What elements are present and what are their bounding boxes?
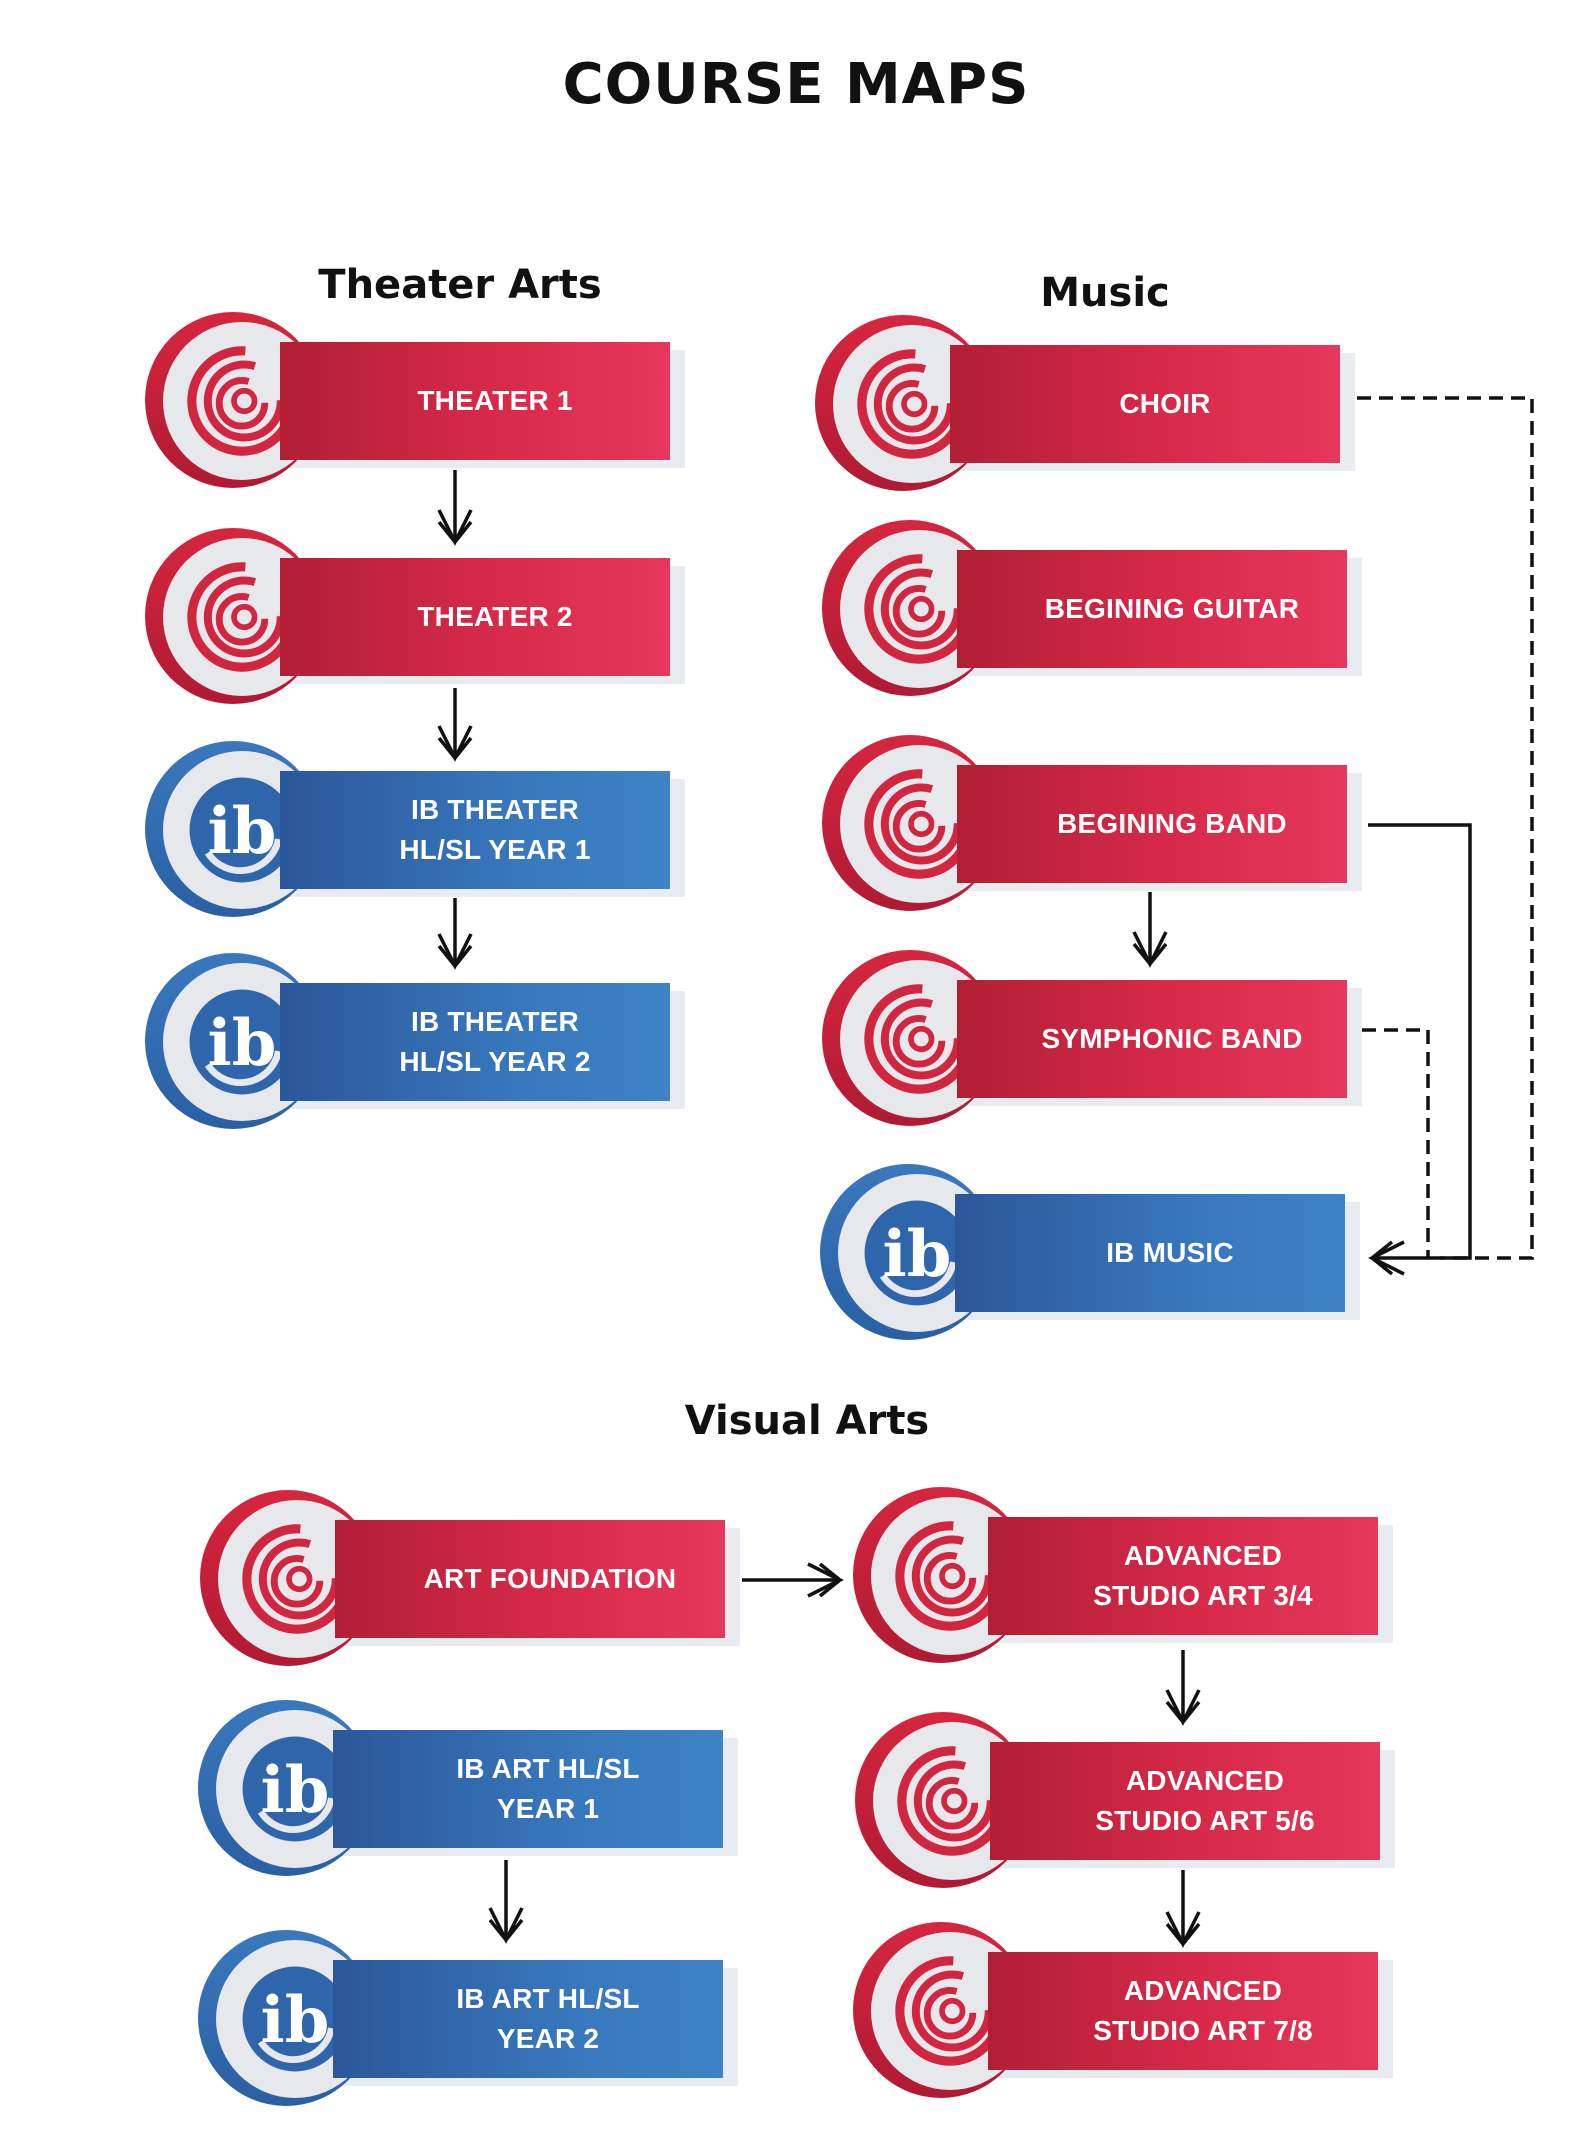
course-symphonic-band: SYMPHONIC BAND xyxy=(822,950,1362,1130)
course-label: ADVANCED STUDIO ART 5/6 xyxy=(1095,1765,1315,1836)
course-bar: IB ART HL/SL YEAR 1 xyxy=(333,1730,723,1848)
course-label: BEGINING BAND xyxy=(1057,808,1287,839)
theater-arts-heading: Theater Arts xyxy=(318,262,602,308)
course-bar: ADVANCED STUDIO ART 7/8 xyxy=(988,1952,1378,2070)
course-bar: ART FOUNDATION xyxy=(335,1520,725,1638)
ib-logo-icon: ib xyxy=(242,1736,348,1842)
course-begining-band: BEGINING BAND xyxy=(822,735,1362,915)
dashed-symphonic-to-ibmusic xyxy=(1362,1028,1430,1258)
course-ib-theater-year-1: ib IB THEATER HL/SL YEAR 1 xyxy=(145,741,685,921)
music-heading: Music xyxy=(1040,270,1170,316)
course-label: ART FOUNDATION xyxy=(423,1563,677,1594)
course-label: BEGINING GUITAR xyxy=(1044,593,1300,624)
svg-text:ib: ib xyxy=(261,1753,330,1828)
course-label: IB ART HL/SL YEAR 2 xyxy=(456,1983,640,2054)
course-label: CHOIR xyxy=(1119,388,1211,419)
course-theater-1: THEATER 1 xyxy=(145,312,685,492)
course-ib-music: ib IB MUSIC xyxy=(820,1164,1360,1344)
course-bar: BEGINING BAND xyxy=(957,765,1347,883)
visual-arts-heading: Visual Arts xyxy=(684,1398,930,1444)
course-bar: ADVANCED STUDIO ART 5/6 xyxy=(990,1742,1380,1860)
course-label: IB THEATER HL/SL YEAR 1 xyxy=(399,794,591,865)
course-art-foundation: ART FOUNDATION xyxy=(200,1490,740,1670)
course-bar: THEATER 2 xyxy=(280,558,670,676)
course-bar: IB MUSIC xyxy=(955,1194,1345,1312)
course-label: SYMPHONIC BAND xyxy=(1041,1023,1303,1054)
svg-text:ib: ib xyxy=(208,794,277,869)
course-choir: CHOIR xyxy=(815,315,1355,495)
svg-text:ib: ib xyxy=(208,1006,277,1081)
course-advanced-studio-art-7-8: ADVANCED STUDIO ART 7/8 xyxy=(853,1922,1393,2102)
course-label: THEATER 1 xyxy=(417,385,573,416)
course-label: IB MUSIC xyxy=(1106,1237,1234,1268)
course-bar: IB THEATER HL/SL YEAR 2 xyxy=(280,983,670,1101)
course-label: THEATER 2 xyxy=(417,601,573,632)
course-bar: BEGINING GUITAR xyxy=(957,550,1347,668)
dashed-choir-to-ibmusic xyxy=(1357,396,1534,1260)
course-bar: THEATER 1 xyxy=(280,342,670,460)
course-bar: ADVANCED STUDIO ART 3/4 xyxy=(988,1517,1378,1635)
course-bar: IB ART HL/SL YEAR 2 xyxy=(333,1960,723,2078)
solid-band-to-ibmusic xyxy=(1368,823,1472,1260)
course-ib-art-year-1: ib IB ART HL/SL YEAR 1 xyxy=(198,1700,738,1880)
ib-logo-icon: ib xyxy=(242,1966,348,2072)
course-bar: IB THEATER HL/SL YEAR 1 xyxy=(280,771,670,889)
course-bar: CHOIR xyxy=(950,345,1340,463)
course-advanced-studio-art-5-6: ADVANCED STUDIO ART 5/6 xyxy=(855,1712,1395,1892)
course-advanced-studio-art-3-4: ADVANCED STUDIO ART 3/4 xyxy=(853,1487,1393,1667)
svg-text:ib: ib xyxy=(883,1217,952,1292)
course-label: IB ART HL/SL YEAR 1 xyxy=(456,1753,640,1824)
svg-text:ib: ib xyxy=(261,1983,330,2058)
ib-logo-icon: ib xyxy=(864,1200,970,1306)
ib-logo-icon: ib xyxy=(189,777,295,883)
course-theater-2: THEATER 2 xyxy=(145,528,685,708)
course-label: IB THEATER HL/SL YEAR 2 xyxy=(399,1006,591,1077)
course-label: ADVANCED STUDIO ART 7/8 xyxy=(1093,1975,1313,2046)
course-bar: SYMPHONIC BAND xyxy=(957,980,1347,1098)
ib-logo-icon: ib xyxy=(189,989,295,1095)
course-ib-art-year-2: ib IB ART HL/SL YEAR 2 xyxy=(198,1930,738,2110)
page-title: COURSE MAPS xyxy=(562,52,1030,117)
course-label: ADVANCED STUDIO ART 3/4 xyxy=(1093,1540,1313,1611)
course-begining-guitar: BEGINING GUITAR xyxy=(822,520,1362,700)
course-ib-theater-year-2: ib IB THEATER HL/SL YEAR 2 xyxy=(145,953,685,1133)
